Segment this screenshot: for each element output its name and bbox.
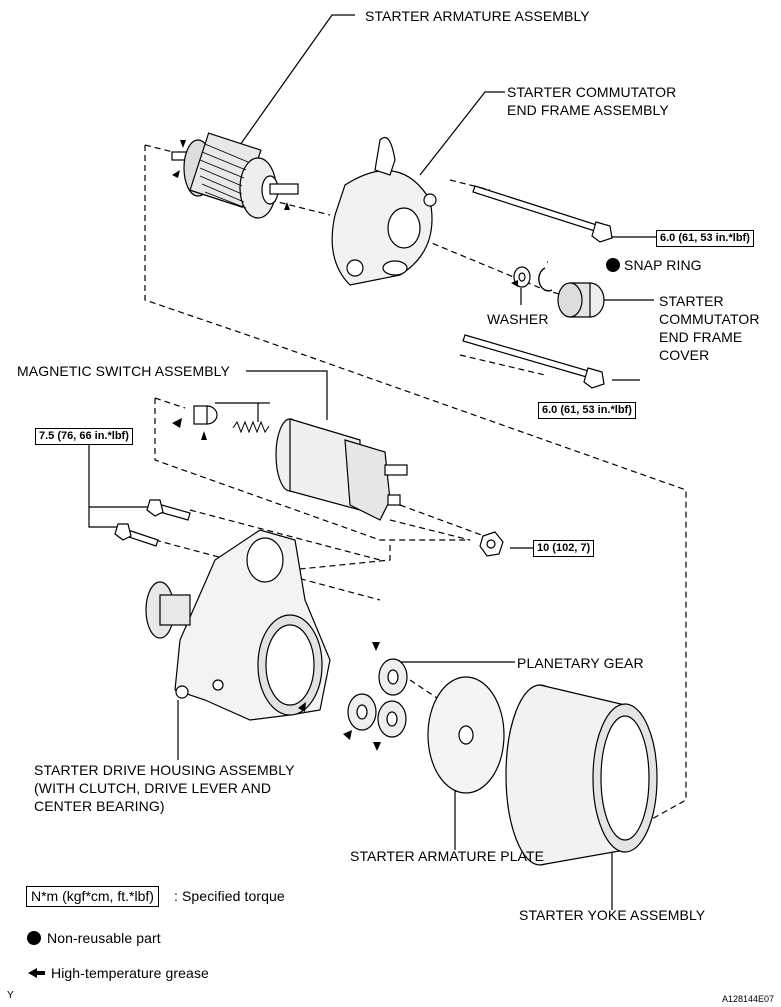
label-washer: WASHER xyxy=(487,311,549,327)
label-cover-line4: COVER xyxy=(659,347,710,363)
label-snap-ring: SNAP RING xyxy=(624,257,702,273)
legend-dot-icon xyxy=(27,931,41,945)
drive-housing-part xyxy=(145,529,331,721)
legend-grease-text: High-temperature grease xyxy=(51,965,209,981)
grease-arrows xyxy=(172,140,518,751)
label-drive-housing-line3: CENTER BEARING) xyxy=(34,798,165,814)
label-armature-plate: STARTER ARMATURE PLATE xyxy=(350,848,545,864)
armature-part xyxy=(171,132,299,219)
legend-torque-box: N*m (kgf*cm, ft.*lbf) xyxy=(26,886,159,907)
housing-bolt-lower xyxy=(114,523,159,547)
label-drive-housing-line1: STARTER DRIVE HOUSING ASSEMBLY xyxy=(34,762,295,778)
leader-housing-torque xyxy=(88,444,125,528)
assembly-dashed-outline xyxy=(144,145,687,821)
label-end-frame-line2: END FRAME ASSEMBLY xyxy=(507,102,669,118)
label-armature: STARTER ARMATURE ASSEMBLY xyxy=(365,8,590,24)
plunger-part xyxy=(193,405,218,425)
through-bolt-lower xyxy=(462,334,605,389)
label-planetary-gear: PLANETARY GEAR xyxy=(517,655,644,671)
leader-end-frame xyxy=(419,91,505,176)
torque-through-bolt-lower: 6.0 (61, 53 in.*lbf) xyxy=(538,402,636,419)
non-reusable-dot-icon xyxy=(606,258,620,272)
legend-arrow-icon xyxy=(28,968,45,978)
housing-bolt-upper xyxy=(146,499,191,521)
spring-part xyxy=(232,420,270,434)
leader-magnetic-switch xyxy=(246,370,328,420)
magnetic-switch-part xyxy=(275,418,408,521)
footer-left-mark: Y xyxy=(7,990,14,1001)
torque-terminal-nut: 10 (102, 7) xyxy=(533,540,595,557)
label-drive-housing-line2: (WITH CLUTCH, DRIVE LEVER AND xyxy=(34,780,272,796)
yoke-part xyxy=(505,684,658,866)
label-cover-line3: END FRAME xyxy=(659,329,743,345)
label-end-frame-line1: STARTER COMMUTATOR xyxy=(507,84,677,100)
figure-id: A128144E07 xyxy=(722,994,775,1004)
torque-housing-bolts: 7.5 (76, 66 in.*lbf) xyxy=(35,428,133,445)
legend-torque-text: : Specified torque xyxy=(174,888,285,904)
commutator-end-frame-part xyxy=(331,136,437,286)
snap-ring-part xyxy=(538,267,553,292)
legend-non-reusable-text: Non-reusable part xyxy=(47,930,161,946)
label-cover-line2: COMMUTATOR xyxy=(659,311,760,327)
leader-armature xyxy=(239,14,355,146)
label-yoke: STARTER YOKE ASSEMBLY xyxy=(519,907,706,923)
end-frame-cover-part xyxy=(557,282,605,318)
planetary-gears-part xyxy=(347,658,408,738)
terminal-nut-part xyxy=(479,531,504,557)
torque-through-bolt-upper: 6.0 (61, 53 in.*lbf) xyxy=(656,230,754,247)
armature-plate-part xyxy=(427,676,505,794)
label-magnetic-switch: MAGNETIC SWITCH ASSEMBLY xyxy=(17,363,230,379)
through-bolt-upper xyxy=(472,185,613,243)
label-cover-line1: STARTER xyxy=(659,293,724,309)
